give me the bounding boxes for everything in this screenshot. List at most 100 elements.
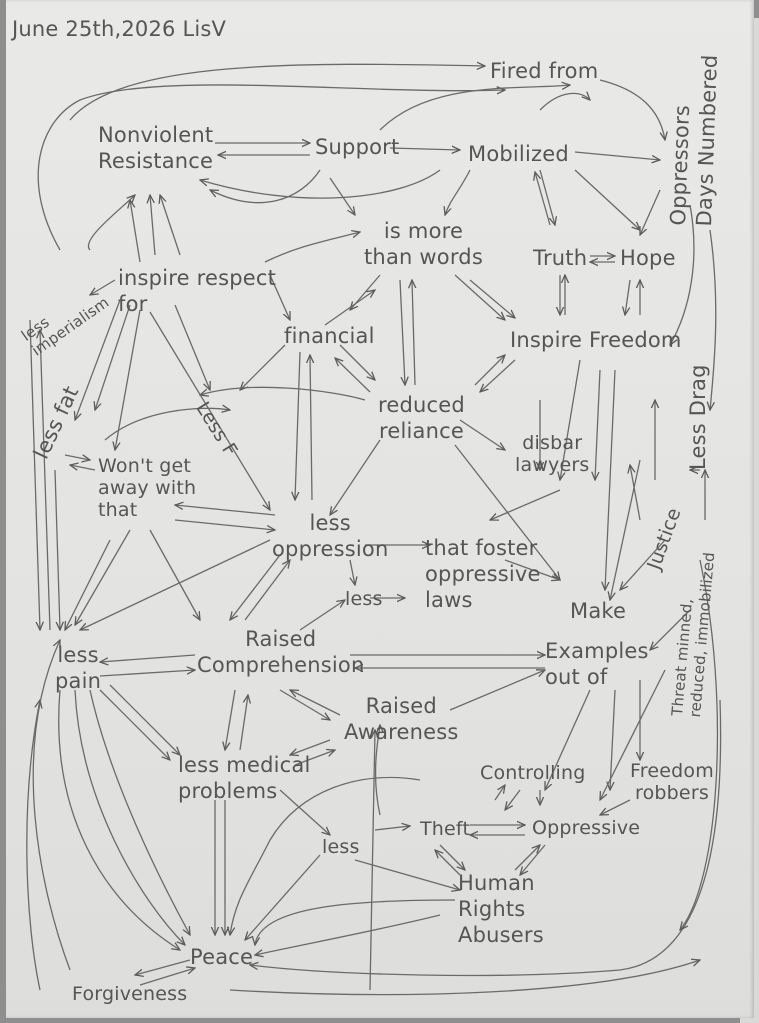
edge xyxy=(310,355,312,501)
edge xyxy=(230,554,281,620)
edge xyxy=(329,177,355,215)
edge xyxy=(69,64,485,121)
edge xyxy=(670,204,695,345)
node-human-rights-abusers: Human Rights Abusers xyxy=(458,871,544,947)
edge xyxy=(514,845,540,871)
edge xyxy=(610,459,641,600)
edge xyxy=(210,169,321,204)
edge xyxy=(369,730,375,991)
edge xyxy=(620,539,666,590)
node-is-more-than-words: is more than words xyxy=(364,219,483,269)
node-reduced-reliance: reduced reliance xyxy=(378,393,465,443)
edge xyxy=(439,844,465,870)
edge xyxy=(449,670,545,711)
node-peace: Peace xyxy=(190,945,254,969)
edge xyxy=(374,826,410,830)
edge xyxy=(240,344,286,390)
edge xyxy=(58,689,180,950)
edge xyxy=(99,689,170,760)
edge xyxy=(339,344,375,380)
edge xyxy=(350,559,355,585)
edge xyxy=(149,311,270,510)
node-hope: Hope xyxy=(620,246,676,270)
edge xyxy=(65,539,111,630)
node-controlling: Controlling xyxy=(480,762,586,784)
edge xyxy=(595,369,601,480)
node-forgiveness: Forgiveness xyxy=(72,983,188,1005)
node-that-foster-oppressive-laws: that foster oppressive laws xyxy=(425,536,541,612)
edge xyxy=(269,274,290,320)
edge xyxy=(474,355,505,386)
edge xyxy=(605,369,616,590)
edge xyxy=(70,465,96,470)
edge xyxy=(80,539,271,630)
edge xyxy=(89,689,190,935)
node-fired-from: Fired from xyxy=(490,59,599,83)
edge xyxy=(290,690,341,716)
edge xyxy=(115,309,141,450)
node-support: Support xyxy=(315,135,400,159)
node-truth: Truth xyxy=(533,246,588,270)
edge xyxy=(225,689,236,750)
node-inspire-freedom: Inspire Freedom xyxy=(510,328,682,352)
edge xyxy=(32,640,71,971)
edge xyxy=(435,850,461,876)
edge xyxy=(560,359,581,480)
edge xyxy=(239,695,248,751)
edge xyxy=(335,358,371,393)
edge xyxy=(640,189,661,235)
edge xyxy=(255,899,456,945)
edge xyxy=(539,169,555,225)
edge xyxy=(295,351,301,500)
edge xyxy=(75,299,121,420)
edge xyxy=(150,195,156,256)
edge xyxy=(539,93,590,111)
node-raised-comprehension: Raised Comprehension xyxy=(197,627,365,677)
edge xyxy=(680,559,719,930)
edge xyxy=(200,169,441,199)
edge xyxy=(244,560,290,621)
node-make: Make xyxy=(570,599,627,623)
node-oppressors-days-numbered: Oppressors Days Numbered xyxy=(665,54,722,227)
edge xyxy=(100,654,196,662)
edge xyxy=(469,279,515,318)
edge xyxy=(95,304,131,410)
node-examples-out-of: Examples out of xyxy=(545,639,649,689)
edge xyxy=(149,529,200,620)
edge xyxy=(625,279,631,315)
edge xyxy=(299,600,345,631)
node-financial: financial xyxy=(284,324,375,348)
edge xyxy=(54,469,60,630)
edge xyxy=(37,84,505,251)
node-freedom-robbers: Freedom robbers xyxy=(630,760,714,804)
edge xyxy=(574,169,640,230)
edge xyxy=(599,79,665,140)
edge xyxy=(490,489,561,520)
node-less-drag: Less Drag xyxy=(686,364,710,470)
edge xyxy=(40,330,51,631)
node-less-short: less xyxy=(345,588,383,610)
edge xyxy=(245,854,321,940)
node-disbar-lawyers: disbar lawyers xyxy=(515,432,590,476)
edge xyxy=(445,169,471,215)
edge xyxy=(399,279,405,385)
edge xyxy=(545,689,591,790)
node-inspire-respect-for: inspire respect for xyxy=(118,266,277,316)
edge xyxy=(139,968,195,986)
edge xyxy=(87,195,135,251)
node-less-oppression: less oppression xyxy=(272,511,389,561)
edge xyxy=(290,739,331,755)
edge xyxy=(75,529,131,625)
edge xyxy=(130,200,141,263)
edge xyxy=(104,408,230,441)
edge xyxy=(330,439,381,515)
edge xyxy=(535,172,551,226)
edge xyxy=(255,914,441,955)
edge xyxy=(454,274,505,320)
edge xyxy=(494,785,505,801)
edge xyxy=(294,750,335,766)
edge xyxy=(412,280,415,386)
node-nonviolent-resistance: Nonviolent Resistance xyxy=(98,123,214,173)
edge xyxy=(480,359,516,392)
